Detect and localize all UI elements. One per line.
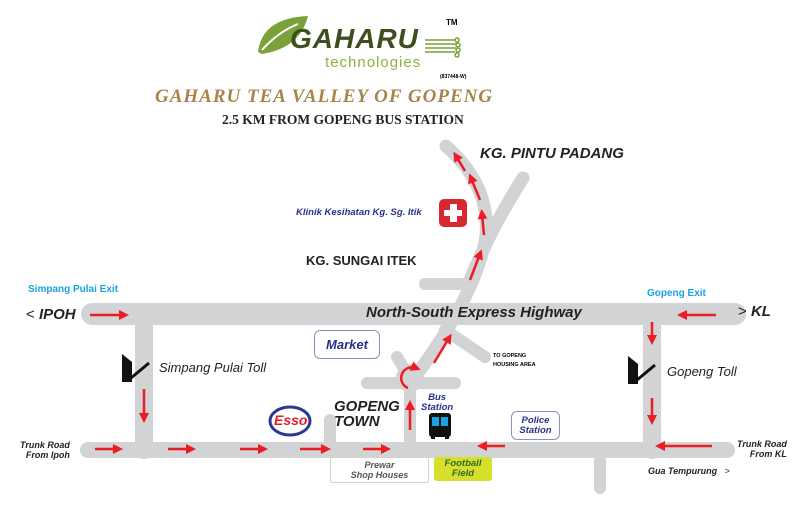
bus-station-label: Bus Station: [421, 392, 454, 413]
klinik-label: Klinik Kesihatan Kg. Sg. Itik: [296, 207, 422, 218]
page-title: GAHARU TEA VALLEY OF GOPENG: [155, 86, 494, 107]
bus-icon: [429, 413, 451, 439]
arrow: [468, 249, 483, 281]
esso-logo-icon: [268, 405, 312, 437]
kg-pintu-padang-label: KG. PINTU PADANG: [480, 145, 624, 162]
direction-arrows: [90, 151, 716, 454]
kl-direction: > KL: [738, 303, 771, 320]
logo-tm: TM: [446, 18, 458, 27]
logo-brand: GAHARU: [290, 23, 419, 54]
circuit-lines-icon: [425, 37, 461, 58]
simpang-toll-gate-icon: [122, 354, 150, 382]
police-station-label: Police Station: [511, 411, 560, 440]
kl-label: KL: [750, 303, 771, 320]
gopeng-toll-gate-icon: [628, 356, 656, 384]
roundabout-arrow: [399, 361, 421, 390]
arrow: [468, 173, 482, 201]
housing-area-label: TO GOPENG HOUSING AREA: [493, 353, 536, 368]
gopeng-toll-label: Gopeng Toll: [667, 364, 737, 379]
trunk-road-ipoh-label: Trunk Road From Ipoh: [20, 440, 70, 460]
market-label: Market: [314, 330, 380, 359]
highway-label: North-South Express Highway: [366, 304, 582, 321]
simpang-pulai-exit-label: Simpang Pulai Exit: [28, 284, 119, 295]
gopeng-exit-label: Gopeng Exit: [647, 288, 706, 299]
gopeng-town-label: GOPENG TOWN: [334, 398, 400, 430]
prewar-shop-houses-label: Prewar Shop Houses: [330, 457, 429, 483]
arrow: [453, 151, 467, 172]
arrow: [477, 209, 488, 236]
ipoh-direction: < IPOH: [26, 306, 76, 323]
logo-leaf-icon: [258, 16, 308, 54]
arrow: [432, 333, 452, 364]
gua-tempurung-direction: Gua Tempurung >: [648, 466, 730, 476]
esso-label: Esso: [274, 412, 308, 428]
hospital-cross-icon: [439, 199, 467, 227]
logo-reg: (837448-W): [440, 74, 467, 80]
kg-sungai-itek-label: KG. SUNGAI ITEK: [306, 253, 417, 268]
page-subtitle: 2.5 KM FROM GOPENG BUS STATION: [222, 112, 464, 127]
gua-tempurung-label: Gua Tempurung: [648, 466, 718, 476]
simpang-pulai-toll-label: Simpang Pulai Toll: [159, 360, 267, 375]
logo-sub: technologies: [325, 54, 422, 71]
football-field-label: Football Field: [434, 457, 492, 481]
ipoh-label: IPOH: [38, 306, 76, 323]
trunk-road-kl-label: Trunk Road From KL: [737, 439, 787, 459]
